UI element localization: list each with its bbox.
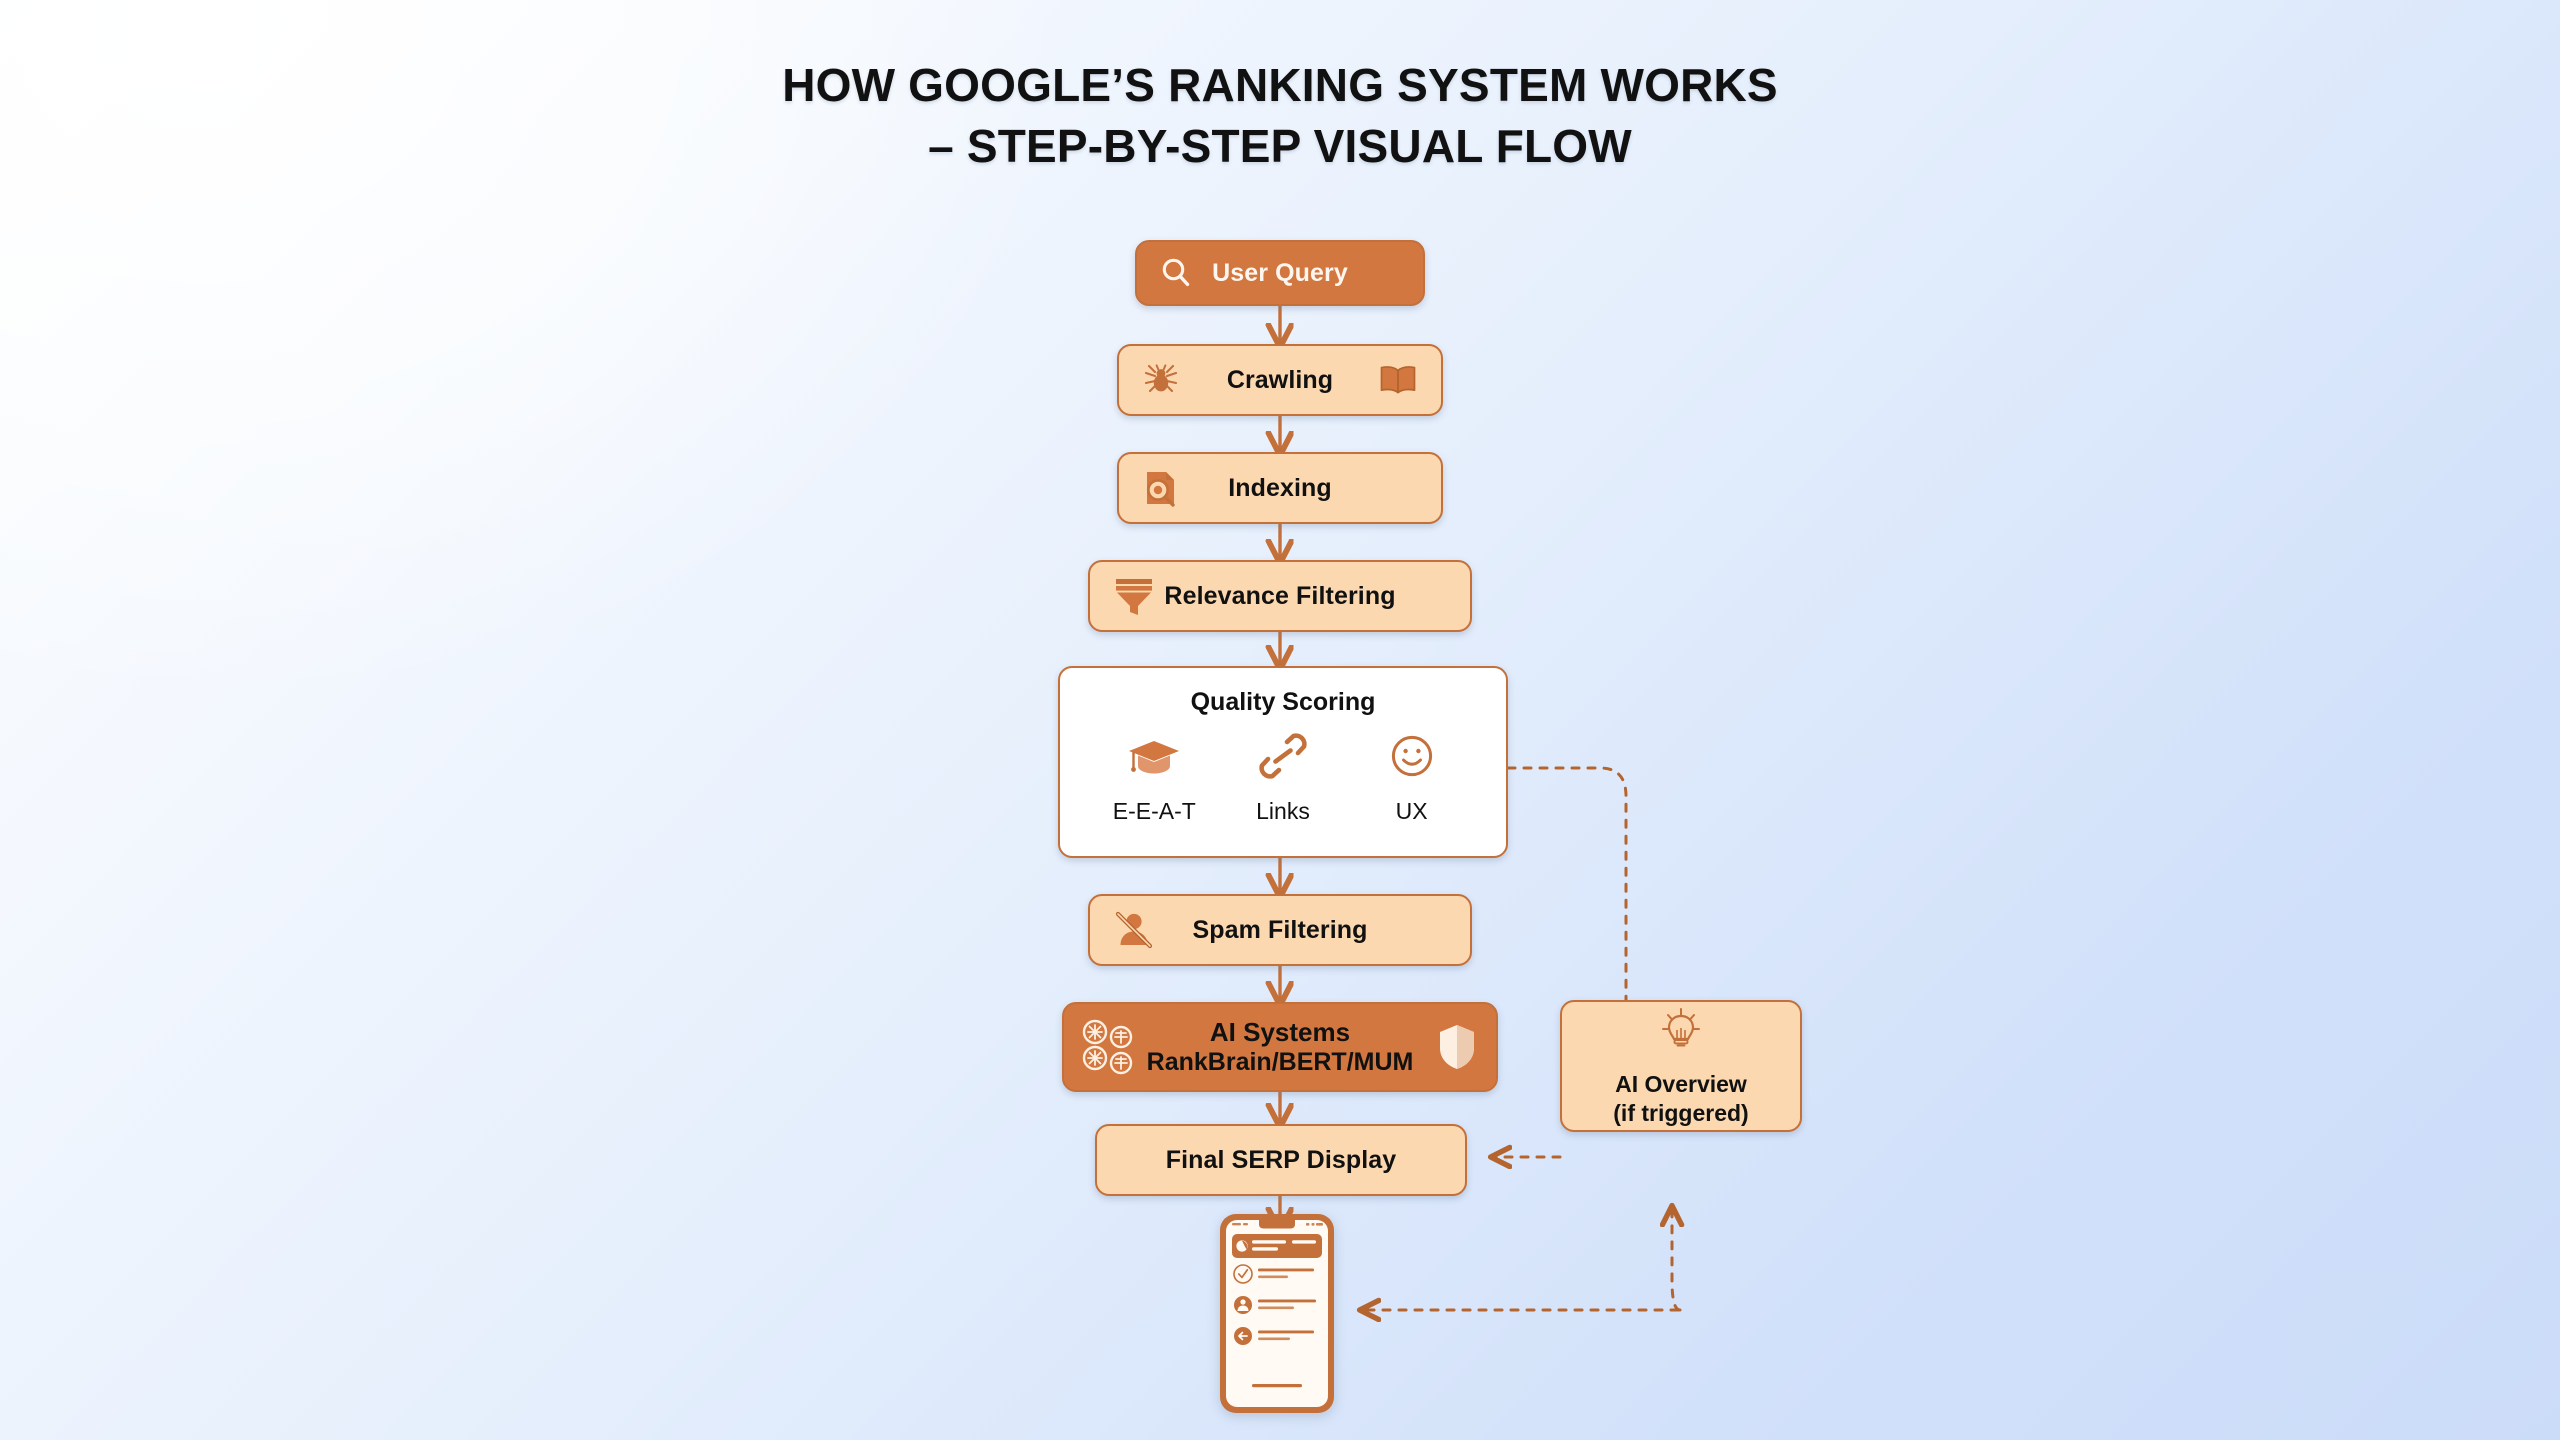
- quality-factor-eeat[interactable]: E-E-A-T: [1094, 735, 1214, 825]
- ai-systems-line-1: AI Systems: [1209, 1017, 1351, 1048]
- quality-scoring-factors: E-E-A-T Links: [1060, 733, 1506, 825]
- flow-node-crawling-label: Crawling: [1226, 365, 1334, 394]
- flow-node-ai-systems[interactable]: AI Systems RankBrain/BERT/MUM: [1062, 1002, 1498, 1092]
- flow-node-user-query[interactable]: User Query: [1135, 240, 1425, 306]
- mobile-serp-icon: [1218, 1212, 1336, 1415]
- shield-icon: [1436, 1022, 1478, 1072]
- flow-node-spam-filtering-label: Spam Filtering: [1192, 915, 1368, 944]
- open-book-icon: [1377, 363, 1419, 397]
- quality-factor-ux[interactable]: UX: [1352, 733, 1472, 825]
- smiley-face-icon: [1388, 733, 1436, 784]
- ai-modules-grid-icon: [1080, 1017, 1142, 1077]
- flow-node-indexing-label: Indexing: [1228, 473, 1332, 502]
- no-user-icon: [1112, 908, 1156, 952]
- lightbulb-icon: [1658, 1005, 1704, 1058]
- quality-scoring-panel[interactable]: Quality Scoring E-E-A-T: [1058, 666, 1508, 858]
- graduation-cap-icon: [1126, 735, 1182, 784]
- dashed-device-to-ai-overview: [1672, 1208, 1680, 1312]
- ai-systems-line-2: RankBrain/BERT/MUM: [1146, 1047, 1414, 1076]
- search-icon: [1159, 256, 1193, 290]
- title-line-2: – STEP-BY-STEP VISUAL FLOW: [928, 120, 1632, 173]
- flow-node-spam-filtering[interactable]: Spam Filtering: [1088, 894, 1472, 966]
- quality-factor-links-label: Links: [1256, 798, 1310, 824]
- quality-scoring-title: Quality Scoring: [1190, 688, 1376, 716]
- quality-factor-eeat-label: E-E-A-T: [1112, 798, 1196, 824]
- flow-node-user-query-label: User Query: [1212, 258, 1348, 287]
- flow-node-crawling[interactable]: Crawling: [1117, 344, 1443, 416]
- flow-node-ai-overview[interactable]: AI Overview (if triggered): [1560, 1000, 1802, 1132]
- document-search-icon: [1141, 468, 1181, 508]
- flow-node-final-serp-display-label: Final SERP Display: [1165, 1145, 1397, 1174]
- spider-icon: [1141, 361, 1181, 399]
- flow-node-ai-overview-text: AI Overview (if triggered): [1613, 1070, 1748, 1127]
- quality-factor-ux-label: UX: [1395, 798, 1428, 824]
- ai-overview-line-2: (if triggered): [1613, 1099, 1749, 1126]
- funnel-icon: [1112, 575, 1156, 617]
- flow-node-indexing[interactable]: Indexing: [1117, 452, 1443, 524]
- flow-node-relevance-filtering[interactable]: Relevance Filtering: [1088, 560, 1472, 632]
- dashed-quality-to-ai-overview: [1506, 766, 1628, 1002]
- flow-node-final-serp-display[interactable]: Final SERP Display: [1095, 1124, 1467, 1196]
- ai-overview-line-1: AI Overview: [1615, 1070, 1747, 1097]
- flow-node-relevance-filtering-label: Relevance Filtering: [1164, 581, 1396, 610]
- page-title: HOW GOOGLE’S RANKING SYSTEM WORKS – STEP…: [0, 55, 2560, 177]
- chain-link-icon: [1258, 733, 1308, 784]
- quality-factor-links[interactable]: Links: [1223, 733, 1343, 825]
- flow-node-ai-systems-text: AI Systems RankBrain/BERT/MUM: [1146, 1017, 1414, 1076]
- title-line-1: HOW GOOGLE’S RANKING SYSTEM WORKS: [782, 59, 1778, 111]
